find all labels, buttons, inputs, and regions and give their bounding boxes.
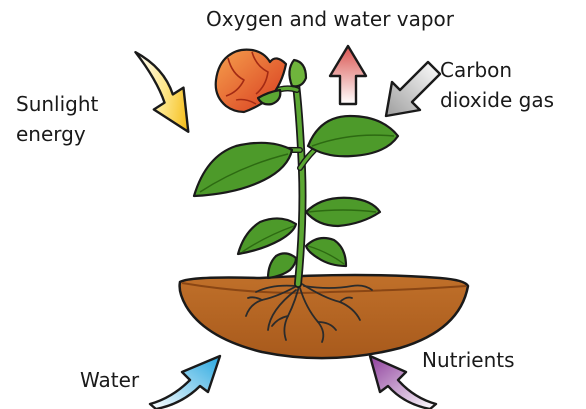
leaf-bud <box>289 60 306 86</box>
carbon-label-line1: Carbon <box>440 58 512 83</box>
oxygen-label: Oxygen and water vapor <box>206 7 454 32</box>
flower <box>216 50 286 112</box>
carbon-label-line2: dioxide gas <box>440 88 554 113</box>
sunlight-arrow <box>135 43 194 140</box>
water-label: Water <box>80 368 139 393</box>
carbon-dioxide-arrow <box>386 62 440 116</box>
leaf-left-lower <box>268 253 296 278</box>
water-arrow <box>150 356 220 409</box>
nutrients-label: Nutrients <box>422 348 515 373</box>
sunlight-label-line2: energy <box>16 122 86 147</box>
oxygen-arrow <box>330 46 366 104</box>
sunlight-label-line1: Sunlight <box>16 92 98 117</box>
